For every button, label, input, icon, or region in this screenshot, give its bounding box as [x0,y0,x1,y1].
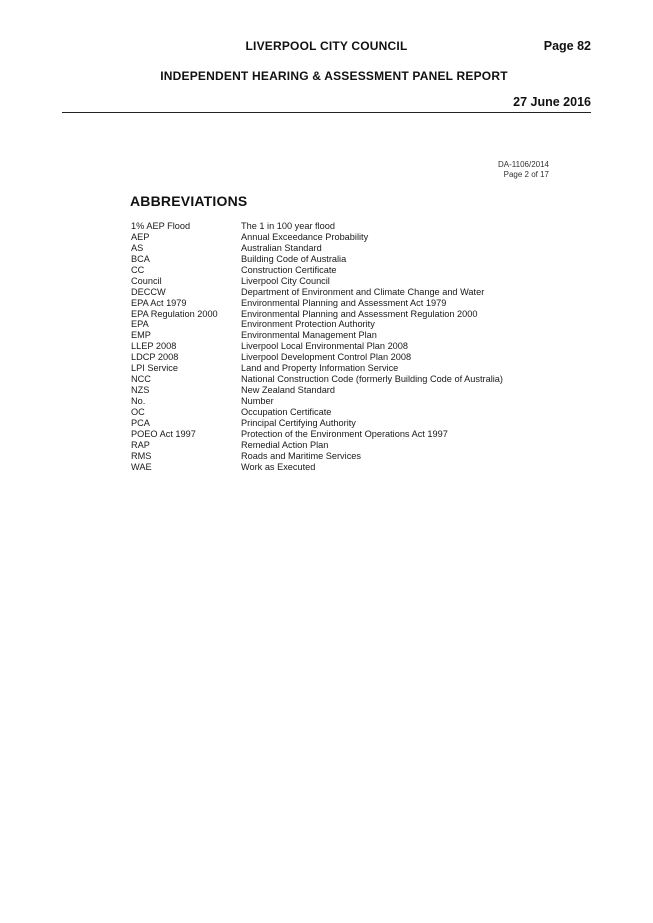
abbreviation-term: WAE [131,461,152,472]
abbreviation-row: EPA Environment Protection Authority [131,319,503,330]
abbreviation-term: CC [131,264,145,275]
header-divider [62,112,591,113]
abbreviation-row: BCA Building Code of Australia [131,254,503,265]
abbreviation-term: POEO Act 1997 [131,428,196,439]
abbreviation-term: EPA Act 1979 [131,297,187,308]
abbreviation-definition: Work as Executed [241,461,316,472]
abbreviation-term: EPA Regulation 2000 [131,308,218,319]
abbreviation-row: 1% AEP Flood The 1 in 100 year flood [131,221,503,232]
abbreviation-row: AEP Annual Exceedance Probability [131,232,503,243]
abbreviation-term: NZS [131,385,150,396]
abbreviation-row: CC Construction Certificate [131,265,503,276]
abbreviation-definition: National Construction Code (formerly Bui… [241,374,503,385]
abbreviation-row: EMP Environmental Management Plan [131,330,503,341]
abbreviation-term: RAP [131,439,150,450]
abbreviation-definition: Occupation Certificate [241,406,332,417]
abbreviation-row: RAP Remedial Action Plan [131,440,503,451]
abbreviation-definition: Liverpool City Council [241,275,330,286]
abbreviation-term: EPA [131,319,149,330]
abbreviation-term: 1% AEP Flood [131,221,191,231]
abbreviation-term: LPI Service [131,363,178,374]
abbreviation-term: BCA [131,253,150,264]
page-number: Page 82 [543,39,591,53]
report-title: INDEPENDENT HEARING & ASSESSMENT PANEL R… [160,69,508,83]
abbreviation-term: DECCW [131,286,166,297]
abbreviation-definition: Number [241,396,274,406]
section-heading: ABBREVIATIONS [130,193,248,209]
da-number: DA-1106/2014 [498,160,549,169]
abbreviation-row: LDCP 2008 Liverpool Development Control P… [131,352,503,363]
abbreviation-term: NCC [131,374,151,385]
abbreviation-definition: Remedial Action Plan [241,439,329,450]
abbreviation-definition: Australian Standard [241,242,322,253]
abbreviation-term: PCA [131,417,150,428]
abbreviation-definition: Environmental Planning and Assessment Ac… [241,297,447,308]
abbreviation-row: POEO Act 1997 Protection of the Environme… [131,429,503,440]
abbreviation-row: DECCW Department of Environment and Clima… [131,287,503,298]
abbreviation-term: OC [131,406,145,417]
abbreviation-definition: Construction Certificate [241,264,337,275]
abbreviation-definition: Liverpool Development Control Plan 2008 [241,352,412,363]
abbreviation-term: EMP [131,330,151,341]
abbreviation-row: WAE Work as Executed [131,462,503,473]
abbreviation-definition: Protection of the Environment Operations… [241,428,448,439]
abbreviation-row: LLEP 2008 Liverpool Local Environmental P… [131,341,503,352]
abbreviation-definition: Roads and Maritime Services [241,450,361,461]
abbreviation-row: NCC National Construction Code (formerly … [131,374,503,385]
abbreviation-definition: Building Code of Australia [241,253,347,264]
abbreviation-row: No. Number [131,396,503,407]
abbreviation-definition: Principal Certifying Authority [241,417,356,428]
abbreviation-term: AEP [131,231,150,242]
abbreviation-row: RMS Roads and Maritime Services [131,451,503,462]
abbreviation-definition: Environmental Planning and Assessment Re… [241,308,478,319]
abbreviation-term: LLEP 2008 [131,341,177,352]
abbreviation-row: PCA Principal Certifying Authority [131,418,503,429]
abbreviation-definition: The 1 in 100 year flood [241,221,335,231]
document-reference: DA-1106/2014 Page 2 of 17 [498,160,549,180]
abbreviation-term: No. [131,396,146,406]
abbreviation-row: LPI Service Land and Property Information… [131,363,503,374]
abbreviation-definition: Department of Environment and Climate Ch… [241,286,485,297]
abbreviation-row: Council Liverpool City Council [131,276,503,287]
report-date: 27 June 2016 [513,95,591,109]
abbreviation-term: RMS [131,450,152,461]
abbreviation-row: EPA Act 1979 Environmental Planning and A… [131,298,503,309]
abbreviation-row: OC Occupation Certificate [131,407,503,418]
abbreviation-definition: Land and Property Information Service [241,363,399,374]
abbreviation-row: EPA Regulation 2000 Environmental Plannin… [131,309,503,320]
abbreviation-term: LDCP 2008 [131,352,179,363]
council-name: LIVERPOOL CITY COUNCIL [245,39,408,53]
abbreviation-row: NZS New Zealand Standard [131,385,503,396]
abbreviation-row: AS Australian Standard [131,243,503,254]
doc-page-count: Page 2 of 17 [503,170,549,179]
abbreviation-definition: Environmental Management Plan [241,330,377,341]
abbreviation-definition: New Zealand Standard [241,385,335,396]
abbreviation-term: Council [131,275,162,286]
abbreviation-definition: Liverpool Local Environmental Plan 2008 [241,341,409,352]
abbreviation-term: AS [131,242,144,253]
abbreviation-definition: Annual Exceedance Probability [241,231,369,242]
abbreviation-definition: Environment Protection Authority [241,319,375,330]
